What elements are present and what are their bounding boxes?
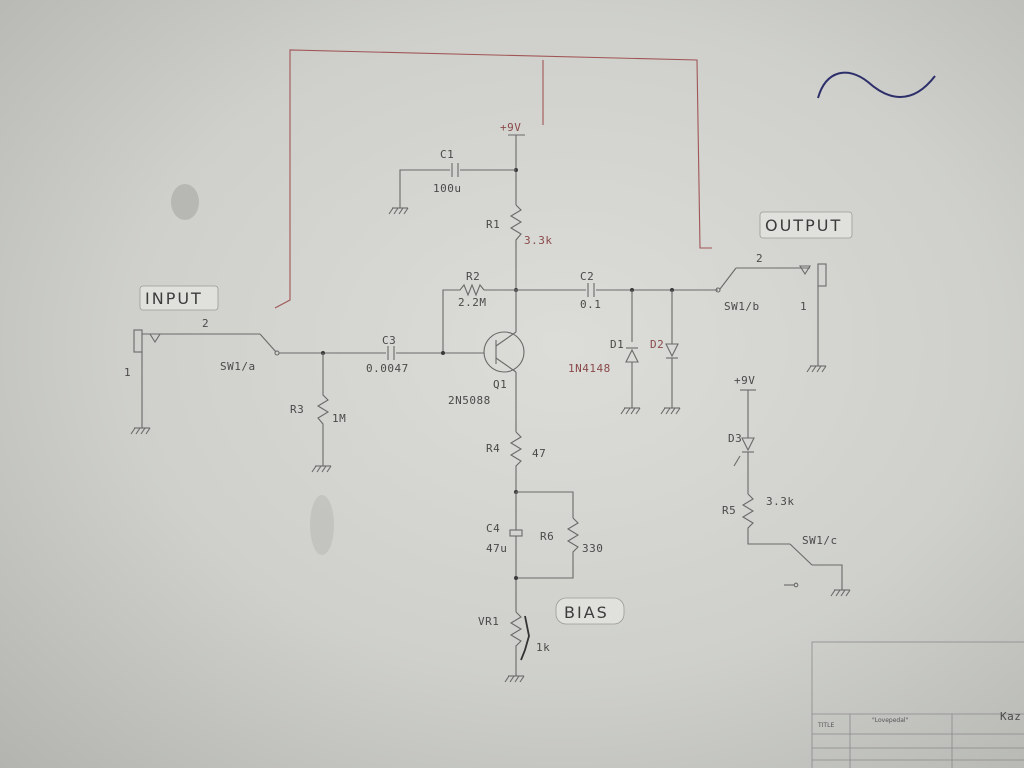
handwritten-tilde-scribble <box>817 71 936 99</box>
ground-symbol <box>660 407 681 415</box>
input-label-box <box>139 285 219 311</box>
vcc-top-label: +9V <box>500 121 521 134</box>
r4-resistor <box>509 431 523 492</box>
sw1a-lever <box>259 333 277 353</box>
sw1b-lever <box>719 267 737 290</box>
output-label: OUTPUT <box>765 216 842 235</box>
stain-mark <box>310 495 334 555</box>
title-block-maker: Kaz <box>1000 710 1021 723</box>
c3-value: 0.0047 <box>366 362 409 375</box>
ground-symbol <box>504 675 525 683</box>
c4-capacitor <box>509 529 523 537</box>
q1-ref: Q1 <box>493 378 507 391</box>
input-jack-tip <box>149 333 161 344</box>
c4-value: 47u <box>486 542 507 555</box>
q1-transistor <box>483 331 525 373</box>
r6-ref: R6 <box>540 530 554 543</box>
sw1a-label: SW1/a <box>220 360 256 373</box>
c2-ref: C2 <box>580 270 594 283</box>
input-label: INPUT <box>145 289 203 308</box>
c1-ref: C1 <box>440 148 454 161</box>
q1-collector <box>495 331 517 347</box>
ground-symbol <box>130 427 151 435</box>
output-label-box <box>759 211 853 239</box>
d3-light-arrow <box>733 455 741 467</box>
c3-ref: C3 <box>382 334 396 347</box>
r5-ref: R5 <box>722 504 736 517</box>
r6-resistor <box>516 517 580 579</box>
q1-emitter <box>495 357 517 373</box>
r1-resistor <box>509 204 523 290</box>
title-block-value: "Lovepedal" <box>872 717 909 724</box>
c4-r6-wire <box>516 491 574 518</box>
vr1-value: 1k <box>536 641 550 654</box>
junction-dot <box>441 351 445 355</box>
input-jack-pin1: 1 <box>124 366 131 379</box>
sw1b-label: SW1/b <box>724 300 760 313</box>
sw1c-contact <box>793 582 799 588</box>
c1-wire <box>399 169 450 208</box>
c4-ref: C4 <box>486 522 500 535</box>
r3-resistor <box>316 353 330 466</box>
vr1-ref: VR1 <box>478 615 499 628</box>
r1-value: 3.3k <box>524 234 553 247</box>
junction-dot <box>514 576 518 580</box>
ground-symbol <box>311 465 332 473</box>
ground-symbol <box>830 589 851 597</box>
sw1b-contact <box>715 287 721 293</box>
r4-value: 47 <box>532 447 546 460</box>
input-jack-body <box>133 329 143 353</box>
r1-ref: R1 <box>486 218 500 231</box>
r2-value: 2.2M <box>458 296 487 309</box>
bias-label-box <box>555 597 625 625</box>
r4-ref: R4 <box>486 442 500 455</box>
bias-label: BIAS <box>564 603 609 622</box>
r2-resistor <box>442 283 485 353</box>
ground-symbol <box>806 365 827 373</box>
d1-ref: D1 <box>610 338 624 351</box>
c2-value: 0.1 <box>580 298 601 311</box>
d1-diode <box>625 348 639 363</box>
d2-ref: D2 <box>650 338 664 351</box>
ground-symbol <box>620 407 641 415</box>
input-jack-pin2: 2 <box>202 317 209 330</box>
r6-value: 330 <box>582 542 603 555</box>
output-jack-body <box>817 263 827 287</box>
output-jack-tip <box>799 265 811 276</box>
output-jack-pin2: 2 <box>756 252 763 265</box>
vr1-wiper <box>520 615 530 661</box>
sw1c-wire <box>812 564 843 590</box>
q1-value: 2N5088 <box>448 394 491 407</box>
sw1c-label: SW1/c <box>802 534 838 547</box>
title-block <box>811 641 1024 768</box>
stain-mark <box>171 184 199 220</box>
bypass-wire <box>274 49 712 309</box>
sw1c-lever <box>789 543 813 566</box>
r5-resistor <box>741 493 790 545</box>
d3-ref: D3 <box>728 432 742 445</box>
r5-value: 3.3k <box>766 495 795 508</box>
r3-value: 1M <box>332 412 346 425</box>
c1-value: 100u <box>433 182 462 195</box>
r2-ref: R2 <box>466 270 480 283</box>
d3-led <box>741 437 755 452</box>
d2-diode <box>665 343 679 358</box>
title-block-label: TITLE <box>817 722 834 729</box>
output-jack-pin1: 1 <box>800 300 807 313</box>
vr1-trimpot <box>509 611 523 676</box>
vcc-led-label: +9V <box>734 374 755 387</box>
ground-symbol <box>388 207 409 215</box>
r3-ref: R3 <box>290 403 304 416</box>
sw1a-contact <box>274 350 280 356</box>
d1-value: 1N4148 <box>568 362 611 375</box>
